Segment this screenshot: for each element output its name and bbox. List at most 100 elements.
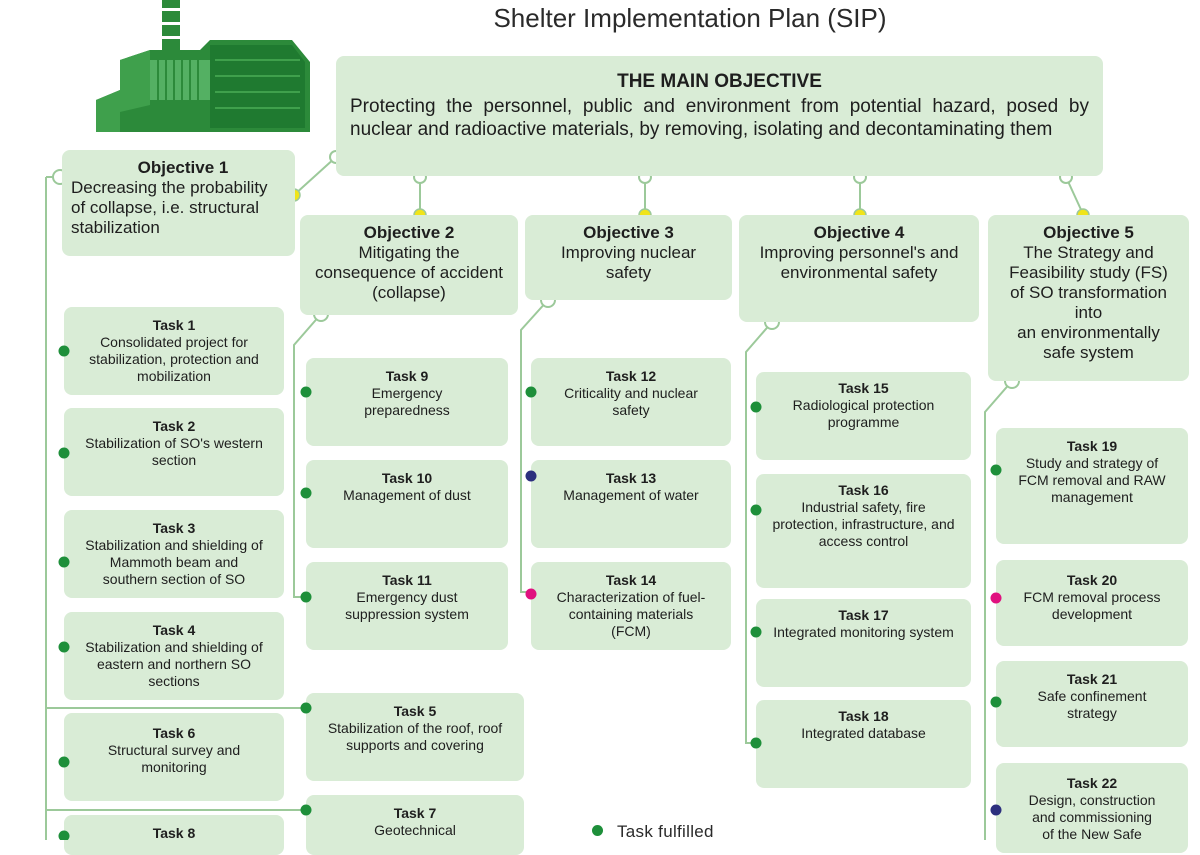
task-15-heading: Task 15 xyxy=(838,380,889,396)
task-16-text: Industrial safety, fire protection, infr… xyxy=(772,499,955,549)
task-13-box: Task 13 Management of water xyxy=(531,460,731,548)
task-21-heading: Task 21 xyxy=(1066,671,1118,687)
task-19-heading: Task 19 xyxy=(1066,438,1118,454)
task-20-status-dot xyxy=(990,592,1002,604)
task-16-box: Task 16 Industrial safety, fire protecti… xyxy=(756,474,971,588)
task-7-text: Geotechnical xyxy=(374,822,456,838)
task-3-text: Stabilization and shielding of Mammoth b… xyxy=(85,537,263,587)
objective-5-heading: Objective 5 xyxy=(1043,223,1134,242)
objective-3-heading: Objective 3 xyxy=(583,223,674,242)
objective-4-text: Improving personnel's and environmental … xyxy=(759,243,959,282)
task-19-status-dot xyxy=(990,464,1002,476)
task-4-box: Task 4 Stabilization and shielding of ea… xyxy=(64,612,284,700)
task-13-status-dot xyxy=(525,470,537,482)
objective-2-text: Mitigating the consequence of accident (… xyxy=(314,243,504,302)
objective-3-text: Improving nuclear safety xyxy=(560,243,697,282)
task-20-text: FCM removal process development xyxy=(1023,589,1161,622)
objective-1-heading: Objective 1 xyxy=(137,158,229,177)
objective-3-box: Objective 3 Improving nuclear safety xyxy=(525,215,732,300)
task-4-heading: Task 4 xyxy=(152,622,196,638)
task-18-heading: Task 18 xyxy=(838,708,889,724)
task-16-heading: Task 16 xyxy=(838,482,889,498)
task-9-text: Emergency preparedness xyxy=(364,385,450,418)
task-fulfilled-dot-icon xyxy=(592,825,603,836)
task-19-text: Study and strategy of FCM removal and RA… xyxy=(1018,455,1166,505)
task-4-status-dot xyxy=(58,641,70,653)
task-1-box: Task 1 Consolidated project for stabiliz… xyxy=(64,307,284,395)
task-21-status-dot xyxy=(990,696,1002,708)
task-7-status-dot xyxy=(300,804,312,816)
objective-1-box: Objective 1 Decreasing the probability o… xyxy=(62,150,295,256)
task-12-heading: Task 12 xyxy=(605,368,657,384)
task-21-text: Safe confinement strategy xyxy=(1037,688,1147,721)
task-17-text: Integrated monitoring system xyxy=(773,624,954,640)
task-18-box: Task 18 Integrated database xyxy=(756,700,971,788)
task-5-text: Stabilization of the roof, roof supports… xyxy=(327,720,503,753)
task-17-status-dot xyxy=(750,626,762,638)
task-14-status-dot xyxy=(525,588,537,600)
sarcophagus-building-icon xyxy=(96,0,310,132)
task-1-heading: Task 1 xyxy=(152,317,196,333)
page-title: Shelter Implementation Plan (SIP) xyxy=(493,3,887,33)
task-22-text: Design, construction and commissioning o… xyxy=(1028,792,1156,842)
task-2-text: Stabilization of SO's western section xyxy=(85,435,263,468)
objective-5-box: Objective 5 The Strategy and Feasibility… xyxy=(988,215,1189,381)
task-16-status-dot xyxy=(750,504,762,516)
task-22-status-dot xyxy=(990,804,1002,816)
objective-4-box: Objective 4 Improving personnel's and en… xyxy=(739,215,979,322)
main-objective-text: Protecting the personnel, public and env… xyxy=(350,96,1089,140)
task-14-text: Characterization of fuel- containing mat… xyxy=(556,589,706,639)
task-13-text: Management of water xyxy=(563,487,699,503)
task-10-status-dot xyxy=(300,487,312,499)
task-11-heading: Task 11 xyxy=(382,572,432,588)
task-14-heading: Task 14 xyxy=(605,572,657,588)
task-6-heading: Task 6 xyxy=(152,725,196,741)
task-20-heading: Task 20 xyxy=(1066,572,1118,588)
task-20-box: Task 20 FCM removal process development xyxy=(996,560,1188,646)
task-21-box: Task 21 Safe confinement strategy xyxy=(996,661,1188,747)
legend: Task fulfilled xyxy=(592,822,714,842)
task-19-box: Task 19 Study and strategy of FCM remova… xyxy=(996,428,1188,544)
task-15-box: Task 15 Radiological protection programm… xyxy=(756,372,971,460)
task-8-heading: Task 8 xyxy=(152,825,196,841)
task-2-status-dot xyxy=(58,447,70,459)
task-3-heading: Task 3 xyxy=(152,520,196,536)
task-15-status-dot xyxy=(750,401,762,413)
task-8-status-dot xyxy=(58,830,70,840)
task-18-text: Integrated database xyxy=(801,725,926,741)
task-13-heading: Task 13 xyxy=(605,470,657,486)
task-5-status-dot xyxy=(300,702,312,714)
task-22-box: Task 22 Design, construction and commiss… xyxy=(996,763,1188,853)
task-18-status-dot xyxy=(750,737,762,749)
task-11-box: Task 11 Emergency dust suppression syste… xyxy=(306,562,508,650)
task-10-box: Task 10 Management of dust xyxy=(306,460,508,548)
task-1-status-dot xyxy=(58,345,70,357)
task-12-text: Criticality and nuclear safety xyxy=(564,385,698,418)
task-9-heading: Task 9 xyxy=(385,368,429,384)
task-17-box: Task 17 Integrated monitoring system xyxy=(756,599,971,687)
legend-label: Task fulfilled xyxy=(617,822,714,841)
task-4-text: Stabilization and shielding of eastern a… xyxy=(85,639,263,689)
task-3-status-dot xyxy=(58,556,70,568)
objective-2-heading: Objective 2 xyxy=(363,223,455,242)
task-7-heading: Task 7 xyxy=(393,805,437,821)
task-22-heading: Task 22 xyxy=(1066,775,1118,791)
task-9-status-dot xyxy=(300,386,312,398)
task-10-heading: Task 10 xyxy=(381,470,433,486)
task-5-heading: Task 5 xyxy=(393,703,437,719)
task-12-box: Task 12 Criticality and nuclear safety xyxy=(531,358,731,446)
task-5-box: Task 5 Stabilization of the roof, roof s… xyxy=(306,693,524,781)
task-6-text: Structural survey and monitoring xyxy=(107,742,241,775)
objective-5-text: The Strategy and Feasibility study (FS) … xyxy=(1009,243,1168,362)
task-2-heading: Task 2 xyxy=(152,418,196,434)
task-6-status-dot xyxy=(58,756,70,768)
task-11-text: Emergency dust suppression system xyxy=(345,589,469,622)
task-14-box: Task 14 Characterization of fuel- contai… xyxy=(531,562,731,650)
task-2-box: Task 2 Stabilization of SO's western sec… xyxy=(64,408,284,496)
task-6-box: Task 6 Structural survey and monitoring xyxy=(64,713,284,801)
task-10-text: Management of dust xyxy=(343,487,471,503)
task-3-box: Task 3 Stabilization and shielding of Ma… xyxy=(64,510,284,598)
task-11-status-dot xyxy=(300,591,312,603)
task-12-status-dot xyxy=(525,386,537,398)
